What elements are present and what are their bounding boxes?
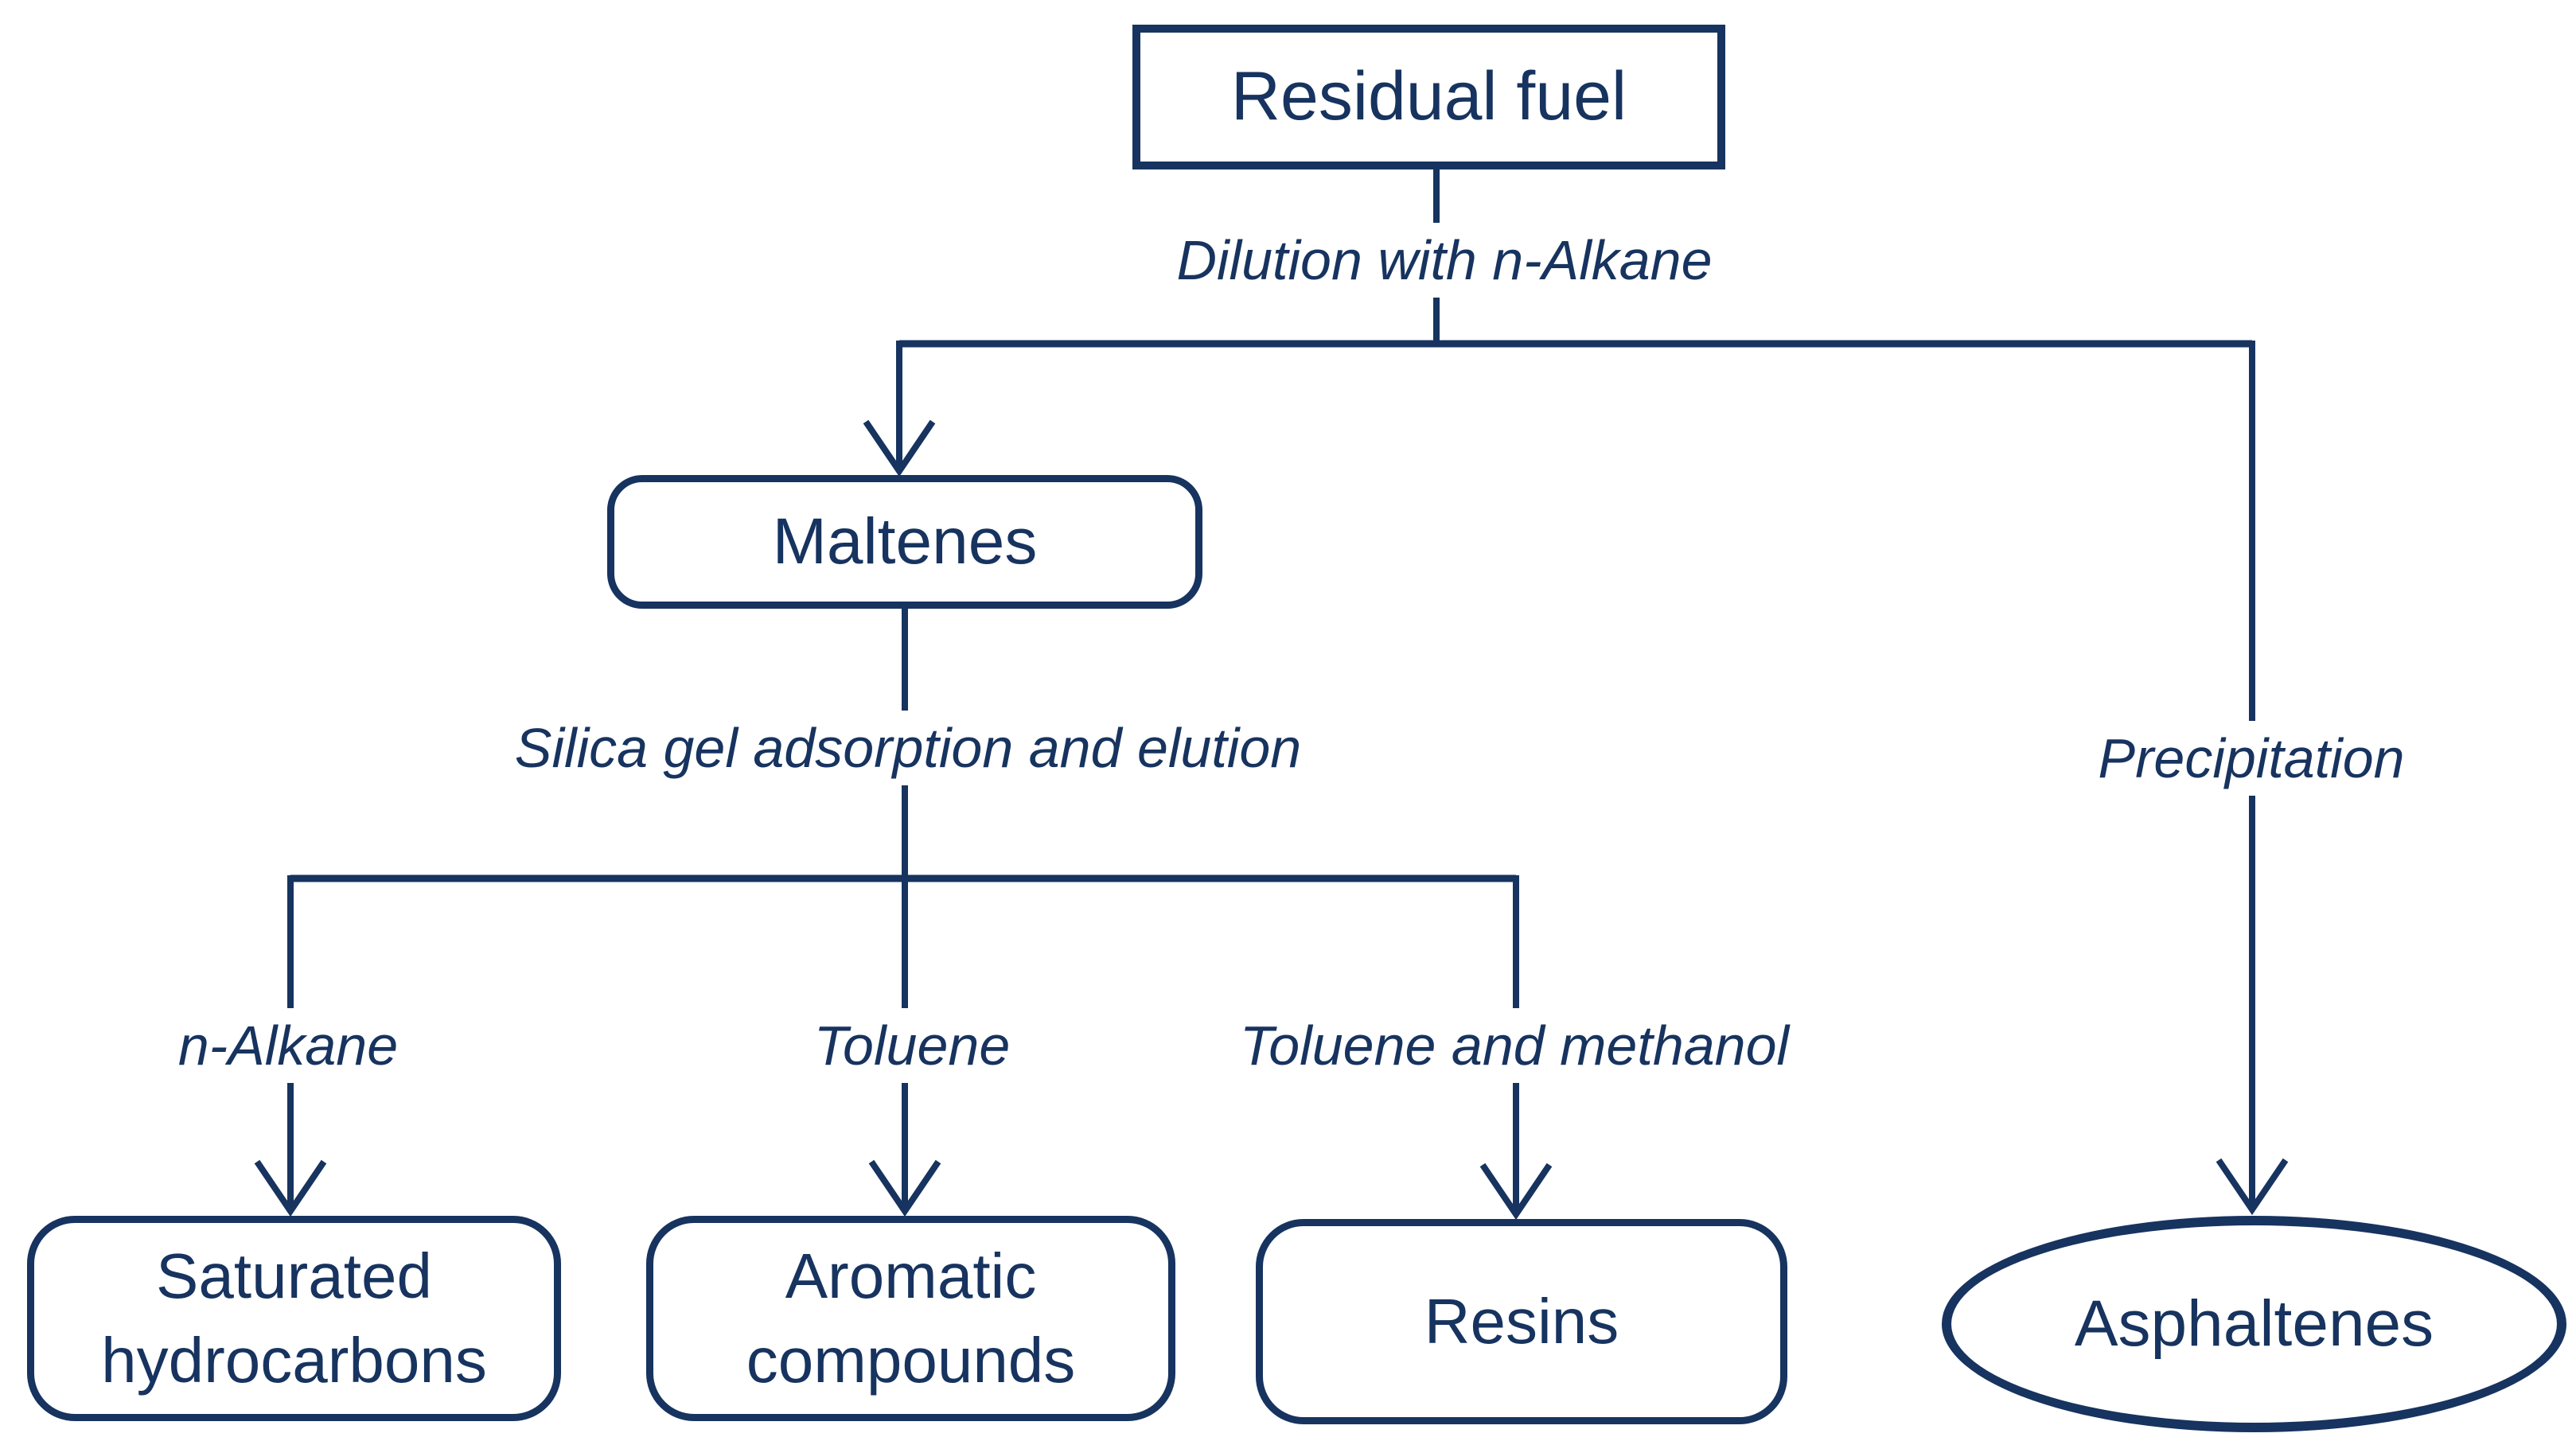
edge-label-n-alkane: n-Alkane — [160, 1008, 416, 1083]
arrowhead-resins — [1479, 1163, 1553, 1221]
edge-label-silica-gel: Silica gel adsorption and elution — [497, 711, 1319, 785]
arrowhead-saturated — [254, 1159, 327, 1217]
node-residual-fuel-label: Residual fuel — [1230, 58, 1627, 135]
node-maltenes: Maltenes — [607, 475, 1202, 609]
node-resins: Resins — [1256, 1219, 1787, 1424]
edge-label-toluene-and-methanol: Toluene and methanol — [1222, 1008, 1807, 1083]
arrowhead-aromatic — [868, 1159, 941, 1217]
arrowhead-maltenes — [863, 419, 936, 477]
node-saturated-hydrocarbons-label: Saturated hydrocarbons — [101, 1240, 487, 1396]
edge-label-toluene: Toluene — [796, 1008, 1028, 1083]
edge-label-precipitation: Precipitation — [2080, 721, 2422, 796]
node-maltenes-label: Maltenes — [772, 504, 1038, 578]
node-asphaltenes: Asphaltenes — [1942, 1216, 2566, 1432]
node-aromatic-compounds: Aromatic compounds — [646, 1216, 1175, 1421]
arrowhead-asphaltenes — [2216, 1158, 2289, 1216]
node-residual-fuel: Residual fuel — [1132, 25, 1725, 169]
node-saturated-hydrocarbons: Saturated hydrocarbons — [27, 1216, 561, 1421]
edge-label-dilution: Dilution with n-Alkane — [1159, 223, 1730, 298]
node-resins-label: Resins — [1424, 1286, 1619, 1357]
node-aromatic-compounds-label: Aromatic compounds — [746, 1240, 1076, 1396]
node-asphaltenes-label: Asphaltenes — [2074, 1287, 2434, 1360]
